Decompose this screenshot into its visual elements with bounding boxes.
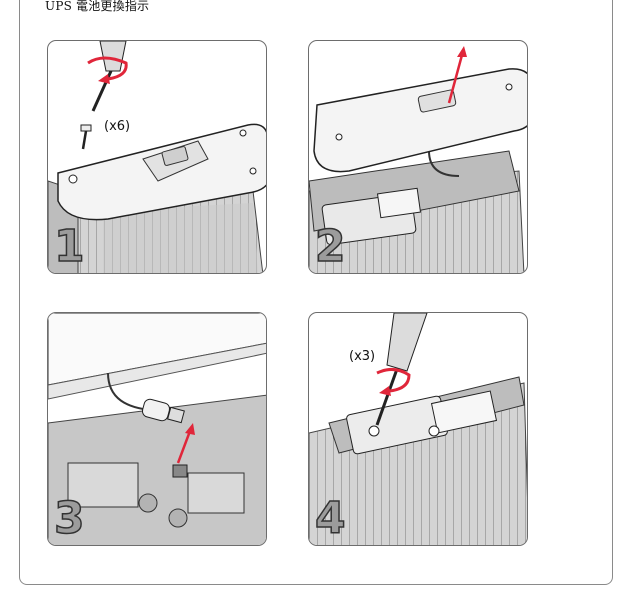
step-3-illustration [48, 313, 266, 545]
screw-quantity-label: (x6) [104, 119, 131, 134]
step-number: 1 [53, 221, 85, 272]
page-title: UPS 電池更換指示 [45, 0, 150, 13]
step-number: 4 [314, 493, 346, 544]
step-number: 3 [53, 493, 85, 544]
step-1-panel: (x6) 1 [47, 40, 267, 274]
step-number: 2 [314, 221, 346, 272]
step-1-illustration [48, 41, 266, 273]
step-4-panel: (x3) 4 [308, 312, 528, 546]
step-2-illustration [309, 46, 527, 273]
step-2-panel: 2 [308, 40, 528, 274]
step-4-illustration [309, 313, 527, 545]
step-3-panel: 3 [47, 312, 267, 546]
page-frame [19, 0, 613, 585]
screw-quantity-label: (x3) [349, 349, 376, 364]
